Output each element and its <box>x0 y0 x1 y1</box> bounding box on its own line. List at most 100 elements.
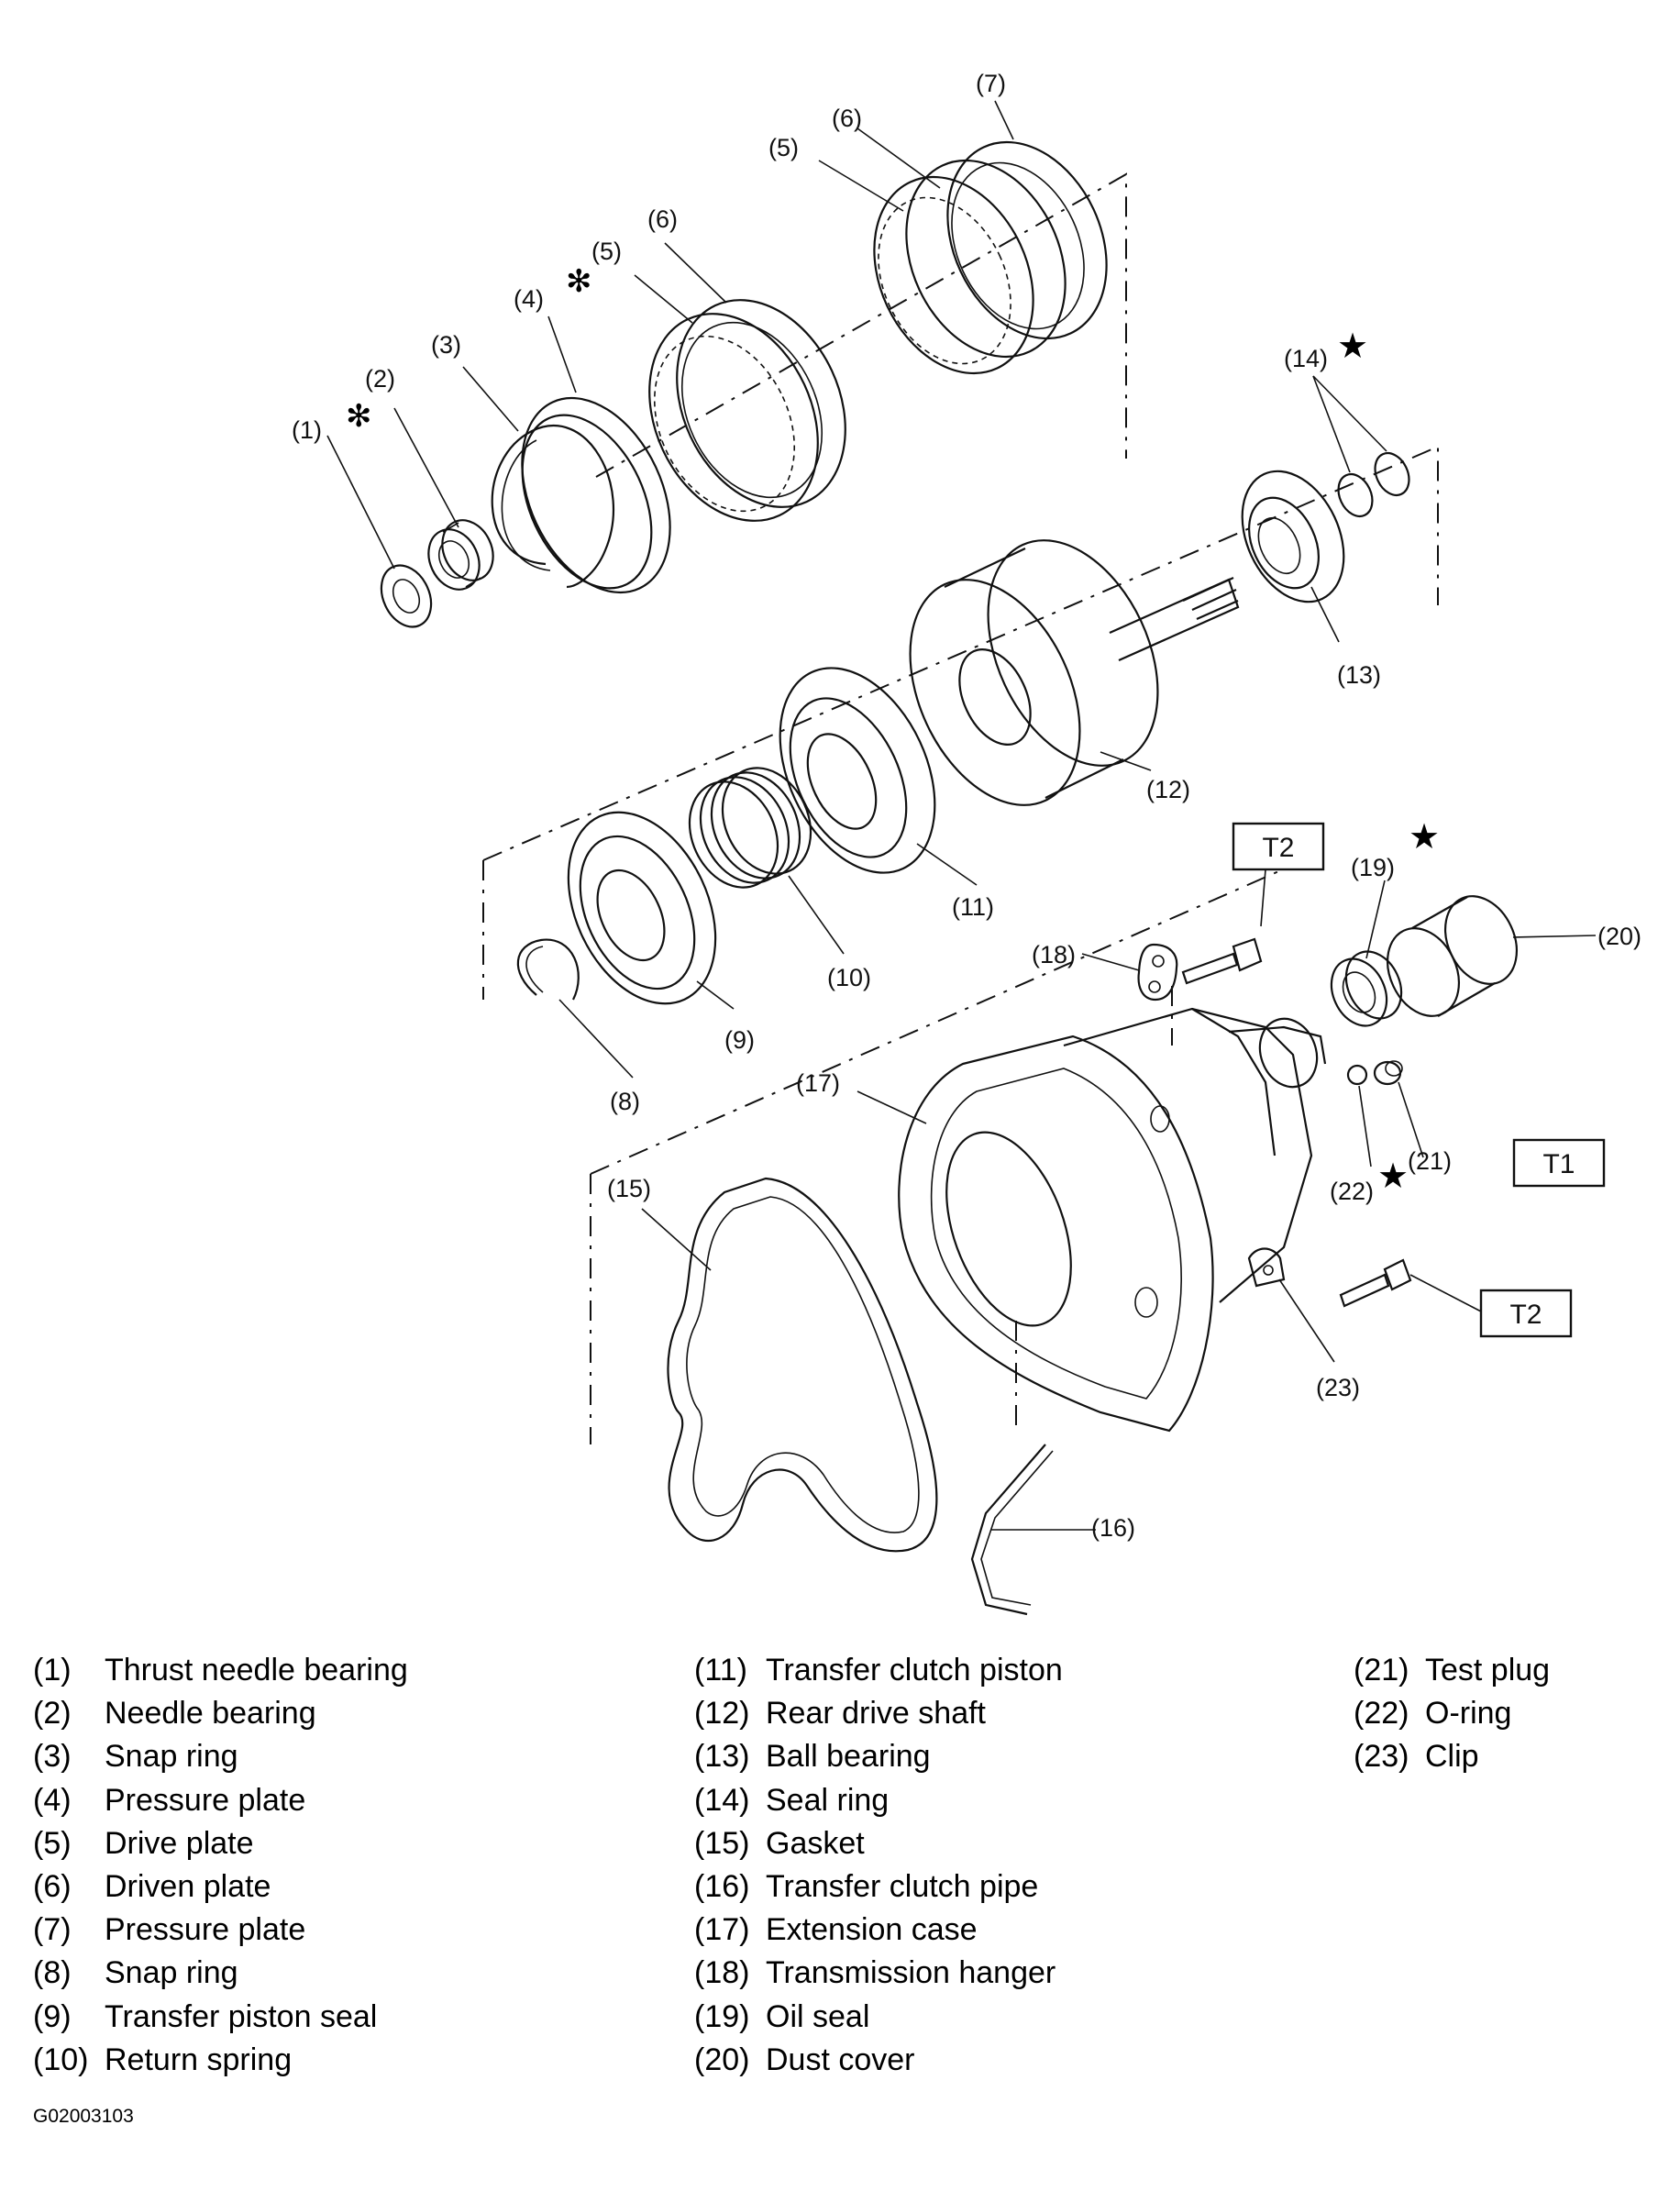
legend-item-number: (9) <box>33 1998 72 2034</box>
legend-item: (4)Pressure plate <box>33 1779 408 1822</box>
callout-13: (13) <box>1337 661 1381 689</box>
legend-item: (5)Drive plate <box>33 1822 408 1865</box>
callout-8: (8) <box>610 1088 640 1115</box>
callout-22: (22) <box>1330 1178 1374 1205</box>
legend-item-name: Drive plate <box>105 1825 254 1861</box>
star-icon: ★ <box>1337 326 1368 366</box>
legend-item: (21) Test plug <box>1354 1649 1550 1692</box>
legend-item: (23) Clip <box>1354 1735 1550 1778</box>
callout-12: (12) <box>1146 776 1190 803</box>
legend-item: (6) Driven plate <box>33 1865 408 1909</box>
part-transfer-piston-seal <box>567 811 717 1005</box>
legend-item: (19) Oil seal <box>694 1996 1063 2039</box>
part-dust-cover <box>1387 895 1518 1017</box>
legend-item-name: Thrust needle bearing <box>105 1653 408 1688</box>
projection-lines <box>482 172 1439 1444</box>
callout-10: (10) <box>827 964 871 991</box>
parts-legend-column-2: (11)Transfer clutch piston (12) Rear drive… <box>694 1649 1063 2082</box>
part-snap-ring-8 <box>516 938 580 1001</box>
figure-code: G02003103 <box>33 2106 134 2127</box>
legend-item-number: (8) <box>33 1955 72 1991</box>
legend-item-name: Rear drive shaft <box>766 1696 986 1732</box>
callout-6a: (6) <box>647 205 678 233</box>
parts-legend-column-1: (1)Thrust needle bearing(2)Needle bearin… <box>33 1649 408 2082</box>
part-thrust-needle-bearing <box>380 564 433 628</box>
legend-item: (11)Transfer clutch piston <box>694 1649 1063 1692</box>
legend-item-number: (2) <box>33 1696 72 1732</box>
legend-item-number: (10) <box>33 2042 89 2077</box>
legend-item-number: (18) <box>694 1955 750 1991</box>
legend-item-number: (7) <box>33 1912 72 1948</box>
legend-item: (16)Transfer clutch pipe <box>694 1865 1063 1909</box>
part-drive-driven-plates-front <box>648 299 846 522</box>
part-o-ring <box>1346 1064 1368 1086</box>
callout-20: (20) <box>1597 923 1641 950</box>
legend-item-number: (1) <box>33 1653 72 1688</box>
legend-item-number: (11) <box>694 1653 747 1688</box>
callout-5b: (5) <box>768 134 799 161</box>
callout-15: (15) <box>607 1175 651 1202</box>
callout-labels: (1) (2) (3) (4) (5) (6) (5) (6) (7) (8) … <box>292 70 1641 1542</box>
torque-tag-t1: T1 <box>1512 1138 1606 1188</box>
legend-item-number: (19) <box>694 1998 750 2034</box>
svg-text:T2: T2 <box>1509 1300 1542 1330</box>
callout-7: (7) <box>976 70 1006 97</box>
callout-6b: (6) <box>832 105 862 132</box>
legend-item-name: Pressure plate <box>105 1912 306 1948</box>
legend-item-number: (23) <box>1354 1739 1409 1775</box>
special-marks: ✻ ✻ ★ ★ ★ <box>346 263 1440 1196</box>
parts-legend-column-3: (21)Test plug(22)O-ring(23)Clip <box>1354 1649 1550 1779</box>
legend-item-name: Transmission hanger <box>766 1955 1056 1991</box>
callout-3: (3) <box>431 331 461 359</box>
legend-item: (12) Rear drive shaft <box>694 1692 1063 1735</box>
asterisk-icon: ✻ <box>566 263 592 300</box>
legend-item-name: Ball bearing <box>766 1739 931 1775</box>
part-clip <box>1247 1247 1412 1308</box>
legend-item-number: (20) <box>694 2042 750 2077</box>
part-transmission-hanger <box>1137 937 1263 1001</box>
callout-14: (14) <box>1284 345 1328 372</box>
part-needle-bearing <box>427 519 494 591</box>
legend-item-name: Snap ring <box>105 1739 238 1775</box>
legend-item-name: Oil seal <box>766 1998 870 2034</box>
torque-tag-t2-bottom: T2 <box>1479 1289 1573 1338</box>
part-extension-case <box>898 1007 1327 1433</box>
callout-2: (2) <box>365 365 395 393</box>
legend-item: (7) Pressure plate <box>33 1909 408 1952</box>
leader-lines <box>326 100 1597 1531</box>
legend-item: (14)Seal ring <box>694 1779 1063 1822</box>
legend-item-name: Driven plate <box>105 1869 271 1905</box>
legend-item: (20)Dust cover <box>694 2039 1063 2082</box>
callout-18: (18) <box>1032 941 1076 968</box>
legend-item-name: Clip <box>1425 1739 1479 1775</box>
legend-item: (13) Ball bearing <box>694 1735 1063 1778</box>
legend-item-number: (6) <box>33 1869 72 1905</box>
legend-item: (18) Transmission hanger <box>694 1952 1063 1995</box>
legend-item-name: Return spring <box>105 2042 293 2077</box>
part-seal-rings <box>1337 451 1410 518</box>
star-icon: ★ <box>1377 1156 1409 1196</box>
legend-item-name: Extension case <box>766 1912 978 1948</box>
part-test-plug <box>1373 1060 1403 1086</box>
legend-item-number: (12) <box>694 1696 750 1732</box>
callout-11: (11) <box>952 893 994 921</box>
part-drive-driven-plates-rear <box>873 140 1108 375</box>
part-ball-bearing <box>1241 470 1345 603</box>
legend-item-number: (14) <box>694 1782 750 1818</box>
callout-23: (23) <box>1316 1374 1360 1401</box>
star-icon: ★ <box>1409 816 1440 857</box>
legend-item-number: (21) <box>1354 1653 1409 1688</box>
callout-4: (4) <box>514 285 544 313</box>
svg-text:T2: T2 <box>1262 833 1294 863</box>
part-transfer-clutch-pipe <box>970 1444 1054 1616</box>
callout-1: (1) <box>292 416 322 444</box>
legend-item-name: Transfer piston seal <box>105 1998 378 2034</box>
legend-item-number: (3) <box>33 1739 72 1775</box>
legend-item: (9) Transfer piston seal <box>33 1996 408 2039</box>
legend-item: (3) Snap ring <box>33 1735 408 1778</box>
legend-item-name: Pressure plate <box>105 1782 306 1818</box>
legend-item-number: (13) <box>694 1739 750 1775</box>
legend-item: (15)Gasket <box>694 1822 1063 1865</box>
torque-tag-t2-top: T2 <box>1232 822 1325 871</box>
legend-item-name: Test plug <box>1425 1653 1551 1688</box>
